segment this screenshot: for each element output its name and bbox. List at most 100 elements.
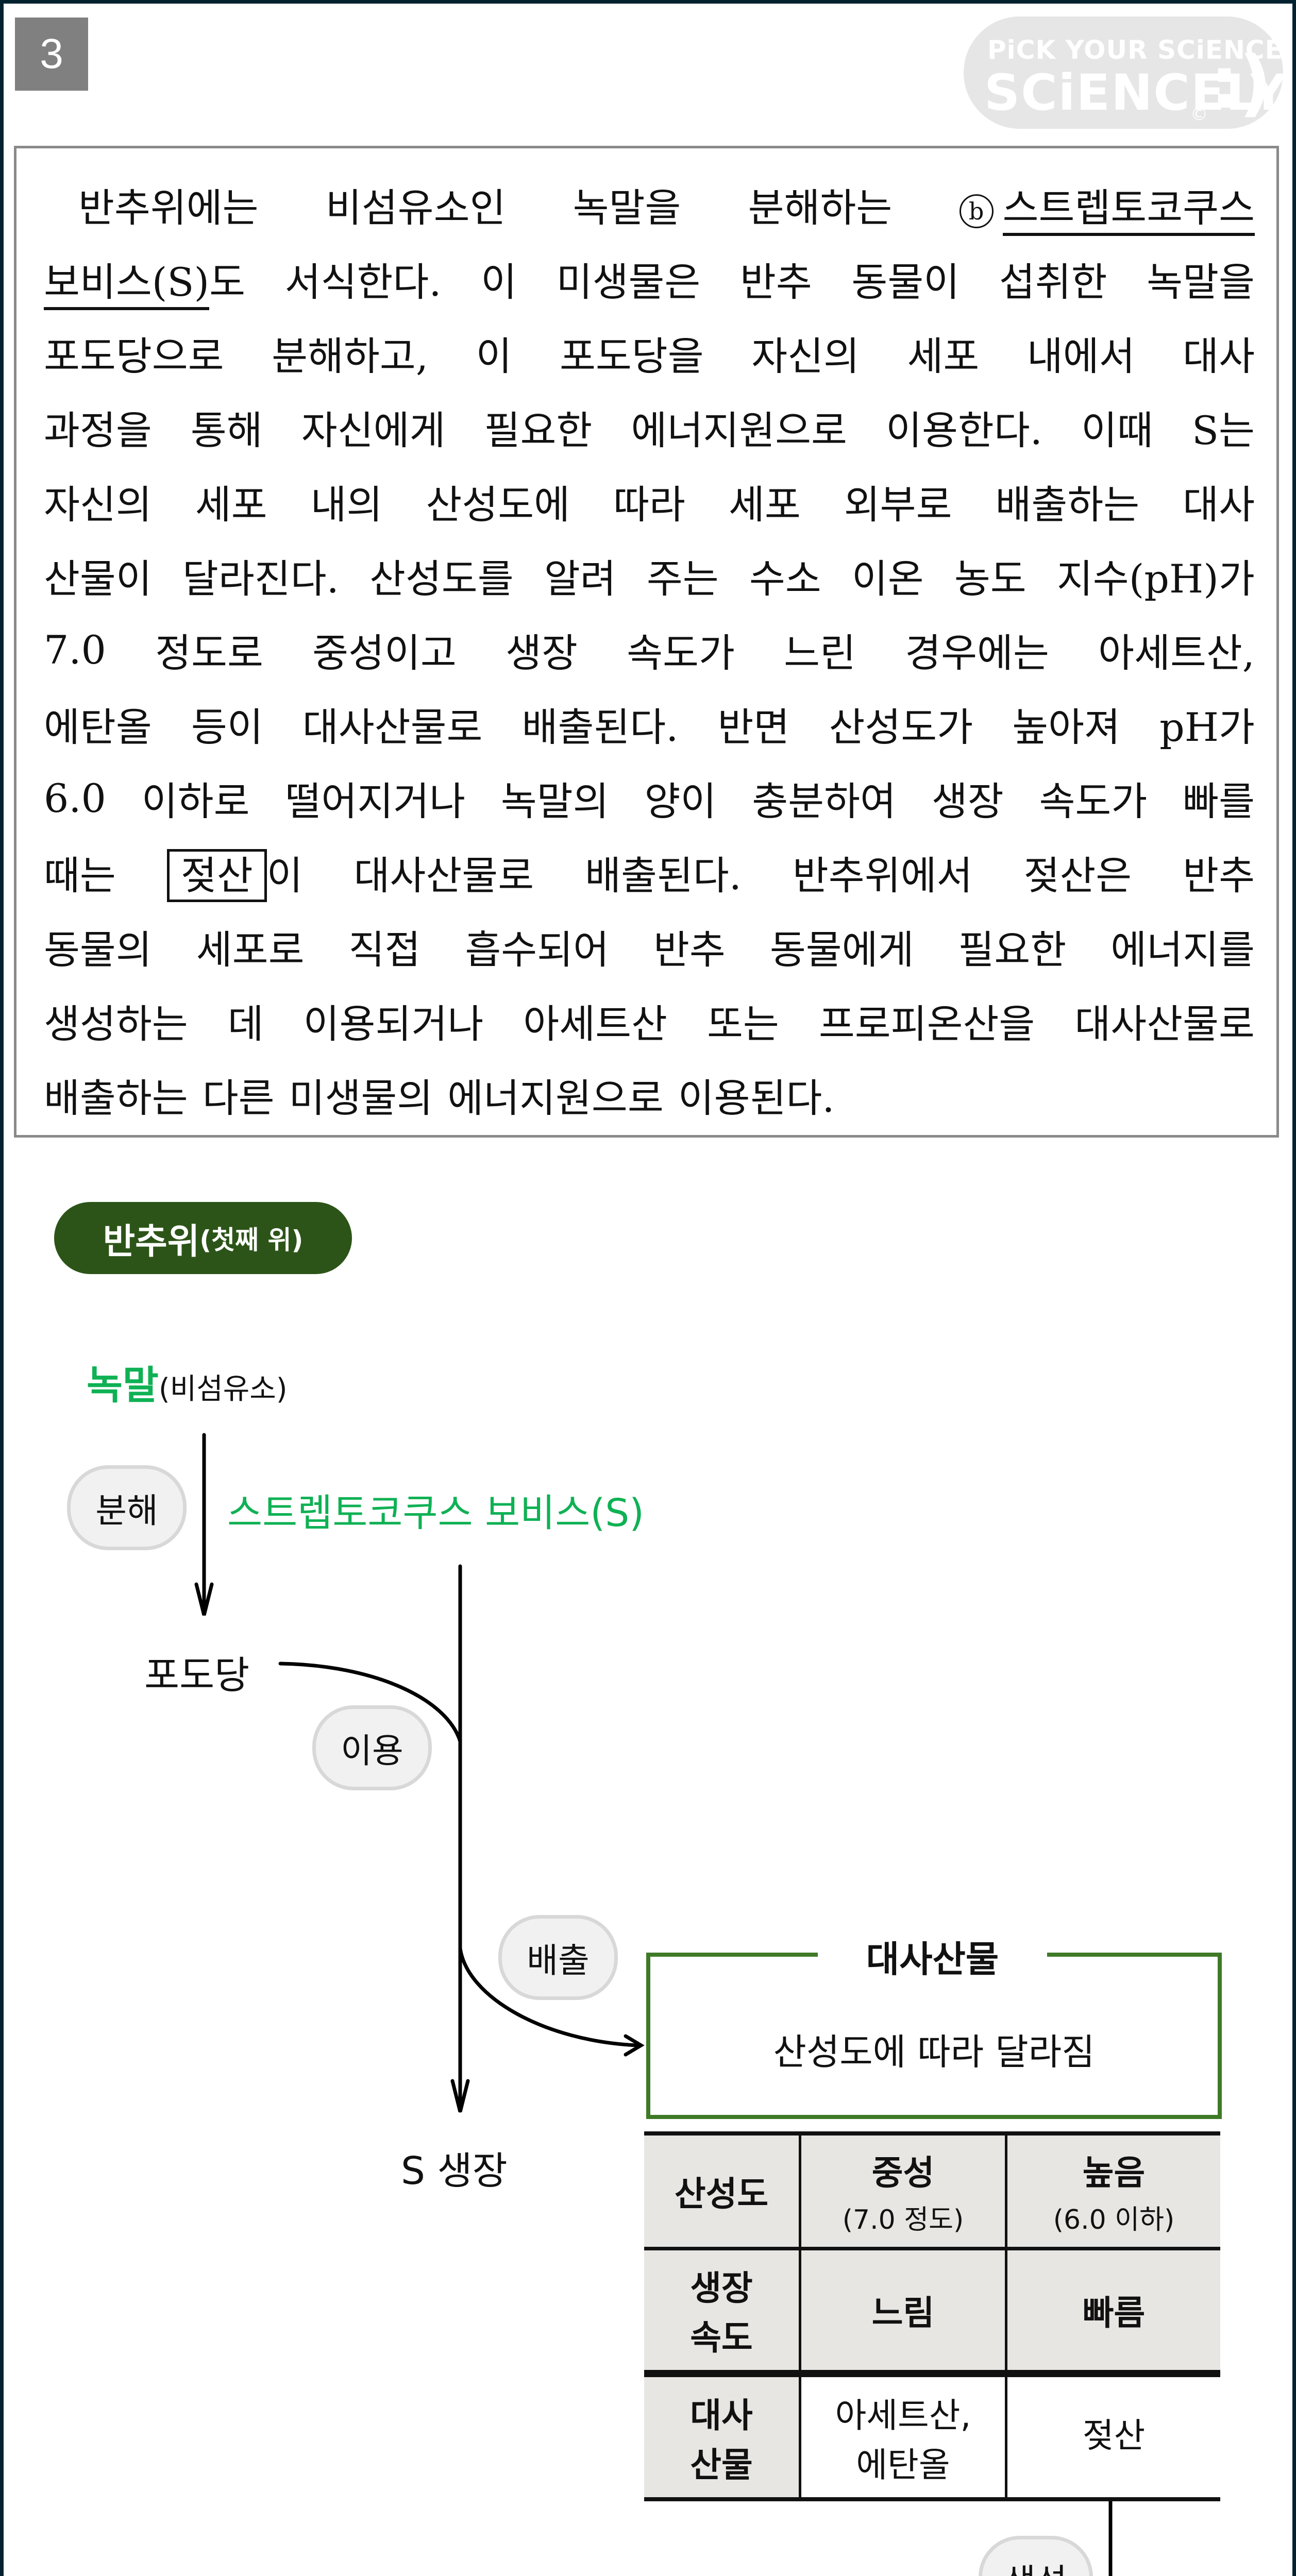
word: 내의 — [310, 482, 383, 528]
decompose-arrowhead-icon — [194, 1582, 214, 1616]
word: 젖산은 — [1023, 853, 1132, 899]
word: 과정을 — [44, 408, 152, 453]
word: 필요한 — [484, 408, 593, 453]
word: 반면 — [717, 704, 790, 750]
word: 미생물은 — [556, 259, 701, 305]
generate-bubble: 생성 — [979, 2536, 1093, 2576]
word: 대사 — [1183, 333, 1255, 379]
word: 생장 — [931, 778, 1004, 824]
word: 대사산물로 — [302, 704, 483, 750]
word: 경우에는 — [905, 630, 1049, 676]
word: 배출하는 — [44, 1075, 188, 1121]
word: 반추 — [1183, 853, 1255, 899]
word: 반추위에는 — [78, 185, 259, 231]
word: 동물이 — [851, 259, 960, 305]
word: 녹말을 — [1147, 259, 1255, 305]
word: 느린 — [784, 630, 856, 676]
row-header-acidity: 산성도 — [644, 2133, 800, 2248]
word: 세포 — [907, 333, 980, 379]
word: 양이 — [644, 778, 717, 824]
word: 주는 — [646, 556, 719, 602]
pill-main-label: 반추위 — [103, 1221, 200, 1262]
word: 외부로 — [844, 482, 952, 528]
word: S는 — [1191, 408, 1255, 453]
metabolite-box-title: 대사산물 — [818, 1933, 1047, 1980]
word: 대사 — [1183, 482, 1255, 528]
section-pill-rumen: 반추위(첫째 위) — [54, 1202, 352, 1274]
word: 프로피온산을 — [818, 1001, 1035, 1047]
s-growth-label: S 생장 — [401, 2149, 508, 2193]
passage-line: 보비스(S)도 서식한다. 이 미생물은 반추 동물이 섭취한 녹말을 — [44, 242, 1255, 316]
word: 아세트산 — [523, 1001, 667, 1047]
word: 산성도를 — [369, 556, 514, 602]
word: 때는 — [44, 853, 116, 899]
passage-line: 에탄올 등이 대사산물로 배출된다. 반면 산성도가 높아져 pH가 — [44, 687, 1255, 761]
logo-tagline: PiCK YOUR SCiENCE — [987, 35, 1283, 65]
cell-text: 높음 — [1082, 2153, 1146, 2193]
word: 보비스(S)도 — [44, 250, 245, 310]
word: 달라진다. — [182, 556, 339, 602]
copyright-icon: © — [1190, 104, 1208, 125]
cell-text: 젖산 — [1082, 2416, 1146, 2455]
starch-name: 녹말 — [87, 1362, 159, 1408]
passage-line: 산물이 달라진다. 산성도를 알려 주는 수소 이온 농도 지수(pH)가 — [44, 538, 1255, 613]
word: 에너지원으로 — [447, 1075, 664, 1121]
word: 등이 — [191, 704, 263, 750]
word: 대사산물로 — [1074, 1001, 1255, 1047]
word: 이용된다. — [678, 1075, 835, 1121]
word: 이용한다. — [886, 408, 1042, 453]
passage-line: 배출하는 다른 미생물의 에너지원으로 이용된다. — [44, 1058, 1255, 1132]
word: 동물에게 — [769, 927, 914, 973]
excrete-curve — [458, 1946, 639, 2047]
word: 산물이 — [44, 556, 152, 602]
word: 포도당을 — [559, 333, 704, 379]
passage-line: 과정을 통해 자신에게 필요한 에너지원으로 이용한다. 이때 S는 — [44, 390, 1255, 464]
excrete-arrowhead-icon — [624, 2034, 645, 2057]
word: 반추위에서 — [792, 853, 973, 899]
cell-text: 대사 — [690, 2395, 753, 2435]
word: 아세트산, — [1098, 630, 1255, 676]
underlined-term: 보비스(S) — [44, 259, 210, 310]
use-curve — [278, 1662, 462, 1743]
word: 대사산물로 — [354, 853, 534, 899]
word: 서식한다. — [284, 259, 442, 305]
word: 자신의 — [44, 482, 152, 528]
word: 에너지원으로 — [631, 408, 847, 453]
word: 통해 — [190, 408, 263, 453]
decompose-bubble: 분해 — [67, 1465, 187, 1550]
word: 생장 — [506, 630, 578, 676]
cell-slow: 느림 — [799, 2248, 1006, 2374]
word: 데 — [227, 1001, 264, 1047]
smiley-icon: :) — [1210, 41, 1272, 125]
cell-text: 느림 — [871, 2293, 935, 2333]
growth-arrowhead-icon — [450, 2079, 470, 2112]
cell-fast: 빠름 — [1005, 2248, 1220, 2374]
word: 다른 — [202, 1075, 275, 1121]
word: 배출된다. — [521, 704, 679, 750]
decompose-label: 분해 — [95, 1490, 158, 1531]
word: 세포로 — [196, 927, 305, 973]
word: pH가 — [1159, 704, 1255, 750]
underlined-term: 스트렙토코쿠스 — [1002, 185, 1255, 236]
starch-note: (비섬유소) — [158, 1372, 288, 1406]
metabolite-box-body: 산성도에 따라 달라짐 — [773, 2031, 1095, 2073]
word: 이 — [476, 333, 512, 379]
pill-sub-label: (첫째 위) — [199, 1225, 304, 1255]
excrete-label: 배출 — [527, 1940, 590, 1980]
cell-text: 중성 — [871, 2153, 935, 2193]
word: 속도가 — [1039, 778, 1148, 824]
starch-label: 녹말(비섬유소) — [87, 1353, 288, 1410]
passage-line: 생성하는 데 이용되거나 아세트산 또는 프로피온산을 대사산물로 — [44, 984, 1255, 1058]
word: 이때 — [1081, 408, 1153, 453]
use-label: 이용 — [341, 1731, 403, 1771]
logo-wordmark: SCiENCELY — [984, 64, 1288, 122]
word: 에너지를 — [1110, 927, 1255, 973]
